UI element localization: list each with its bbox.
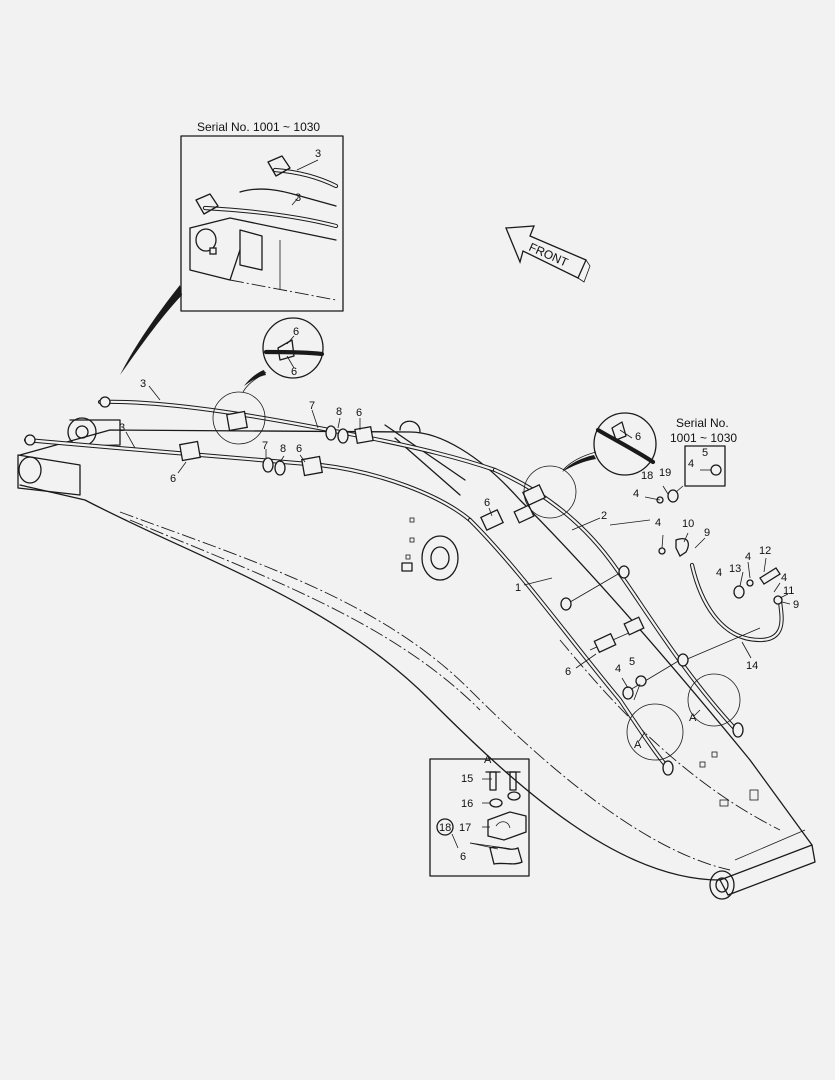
part-label-5: 5 bbox=[629, 656, 635, 668]
part-label-12: 12 bbox=[759, 545, 771, 557]
part-label-14: 14 bbox=[746, 660, 758, 672]
part-label-3-inset-a: 3 bbox=[315, 148, 321, 160]
part-label-6-circle-a: 6 bbox=[293, 326, 299, 338]
detail-a-box bbox=[429, 758, 530, 877]
part-label-7-top: 7 bbox=[309, 400, 315, 412]
inset-top-serial-label: Serial No. 1001 ~ 1030 bbox=[197, 120, 320, 134]
part-label-8-top: 8 bbox=[336, 406, 342, 418]
part-label-11: 11 bbox=[783, 585, 794, 597]
part-label-1: 1 bbox=[515, 582, 521, 594]
part-label-6-lower: 6 bbox=[565, 666, 571, 678]
part-label-3-upper: 3 bbox=[140, 378, 146, 390]
part-label-4-inset: 4 bbox=[688, 458, 694, 470]
part-label-6-bend: 6 bbox=[484, 497, 490, 509]
part-label-6-mid: 6 bbox=[296, 443, 302, 455]
part-label-18-b: 18 bbox=[641, 470, 653, 482]
part-label-9-lower: 9 bbox=[793, 599, 799, 611]
fittings bbox=[24, 396, 783, 776]
detail-leader-right bbox=[562, 455, 596, 472]
labels: Serial No. 1001 ~ 1030 Serial No. 1001 ~… bbox=[119, 120, 799, 863]
part-label-6-circle-b: 6 bbox=[291, 366, 297, 378]
boom-structure bbox=[17, 417, 816, 900]
detail-leader-left bbox=[244, 370, 266, 386]
serial-inset-right bbox=[684, 445, 726, 487]
part-label-6-left: 6 bbox=[170, 473, 176, 485]
part-label-6-circle-right: 6 bbox=[635, 431, 641, 443]
inset-leader-top bbox=[120, 285, 182, 375]
part-label-19: 19 bbox=[659, 467, 671, 479]
part-label-5-inset: 5 bbox=[702, 447, 708, 459]
leader-lines bbox=[125, 159, 791, 828]
part-label-6-detail-a: 6 bbox=[460, 851, 466, 863]
part-label-18: 18 bbox=[439, 822, 451, 834]
detail-a-ref-2: A bbox=[689, 712, 697, 724]
inset-right-serial-label-1: Serial No. bbox=[676, 416, 729, 430]
part-label-10: 10 bbox=[682, 518, 694, 530]
hose-lines bbox=[23, 399, 784, 773]
part-label-17: 17 bbox=[459, 822, 471, 834]
part-18-marker bbox=[436, 818, 454, 836]
detail-circles bbox=[212, 317, 741, 761]
part-label-4-b: 4 bbox=[655, 517, 661, 529]
part-18-arrow bbox=[451, 833, 459, 849]
part-label-9-upper: 9 bbox=[704, 527, 710, 539]
part-label-4-c: 4 bbox=[615, 663, 621, 675]
part-label-4-f: 4 bbox=[781, 572, 787, 584]
part-label-13: 13 bbox=[729, 563, 741, 575]
part-label-4-e: 4 bbox=[745, 551, 751, 563]
front-arrow bbox=[505, 225, 591, 283]
part-label-4-d: 4 bbox=[716, 567, 722, 579]
serial-inset-top bbox=[180, 135, 344, 312]
detail-a-ref-1: A bbox=[634, 739, 642, 751]
detail-a-title: A bbox=[484, 754, 492, 766]
part-label-3-inset-b: 3 bbox=[295, 192, 301, 204]
part-label-4-a: 4 bbox=[633, 488, 639, 500]
part-label-15: 15 bbox=[461, 773, 473, 785]
part-label-6-top: 6 bbox=[356, 407, 362, 419]
part-label-8-mid: 8 bbox=[280, 443, 286, 455]
part-label-16: 16 bbox=[461, 798, 473, 810]
part-label-2: 2 bbox=[601, 510, 607, 522]
part-label-7-mid: 7 bbox=[262, 440, 268, 452]
part-label-3-lower: 3 bbox=[119, 422, 125, 434]
inset-right-serial-label-2: 1001 ~ 1030 bbox=[670, 431, 737, 445]
